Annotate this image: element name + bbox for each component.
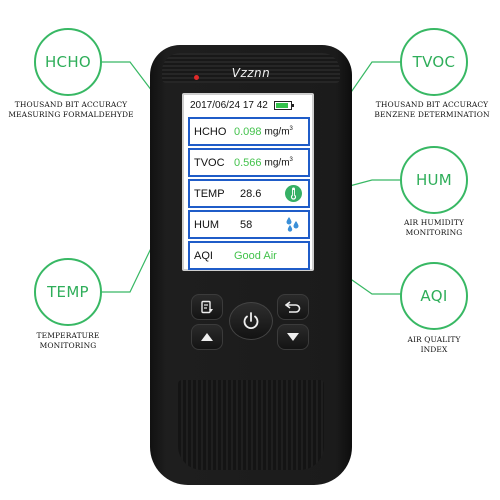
up-button[interactable] bbox=[191, 324, 223, 350]
reading-value-hum: 58 bbox=[240, 218, 253, 231]
reading-unit-tvoc-base: mg/m bbox=[264, 157, 290, 169]
device-top-grip bbox=[162, 53, 340, 83]
callout-aqi-title: AQI bbox=[420, 287, 448, 305]
reading-value-hcho: 0.098 bbox=[234, 125, 262, 138]
water-drops-icon bbox=[286, 217, 299, 232]
power-led-indicator bbox=[194, 75, 199, 80]
reading-label-hcho: HCHO bbox=[194, 125, 227, 138]
caption-hum-line2: MONITORING bbox=[405, 228, 463, 237]
callout-aqi: AQI bbox=[400, 262, 468, 330]
thermometer-icon bbox=[285, 185, 302, 202]
caption-hum: AIR HUMIDITY MONITORING bbox=[384, 218, 484, 238]
caption-aqi-line1: AIR QUALITY bbox=[407, 335, 461, 344]
callout-temp: TEMP bbox=[34, 258, 102, 326]
reading-unit-hcho-sup: 3 bbox=[289, 125, 293, 132]
caption-tvoc: THOUSAND BIT ACCURACY BENZENE DETERMINAT… bbox=[364, 100, 500, 120]
reading-row-aqi: AQI Good Air bbox=[188, 241, 310, 270]
back-button[interactable] bbox=[277, 294, 309, 320]
battery-level-fill bbox=[275, 102, 288, 108]
callout-hum-title: HUM bbox=[415, 171, 453, 189]
callout-hum: HUM bbox=[400, 146, 468, 214]
power-icon bbox=[243, 312, 259, 330]
callout-hcho-title: HCHO bbox=[44, 53, 92, 71]
caption-aqi-line2: INDEX bbox=[420, 345, 448, 354]
reading-value-tvoc: 0.566 bbox=[234, 156, 262, 169]
back-icon bbox=[285, 301, 301, 313]
callout-tvoc: TVOC bbox=[400, 28, 468, 96]
record-button[interactable] bbox=[191, 294, 223, 320]
callout-temp-title: TEMP bbox=[47, 283, 89, 301]
device-screen: 2017/06/24 17 42 HCHO 0.098 mg/m3 TVOC 0… bbox=[182, 93, 314, 271]
reading-value-aqi: Good Air bbox=[234, 249, 277, 262]
callout-tvoc-title: TVOC bbox=[412, 53, 456, 71]
caption-hum-line1: AIR HUMIDITY bbox=[403, 218, 465, 227]
reading-label-tvoc: TVOC bbox=[194, 156, 225, 169]
record-icon bbox=[201, 300, 213, 314]
caption-hcho-line1: THOUSAND BIT ACCURACY bbox=[14, 100, 128, 109]
brand-logo: Vzznn bbox=[231, 66, 271, 80]
caption-temp-line1: TEMPERATURE bbox=[36, 331, 100, 340]
up-arrow-icon bbox=[201, 333, 213, 341]
reading-unit-tvoc-sup: 3 bbox=[289, 156, 293, 163]
down-arrow-icon bbox=[287, 333, 299, 341]
reading-label-temp: TEMP bbox=[194, 187, 225, 200]
reading-row-hum: HUM 58 bbox=[188, 210, 310, 239]
reading-unit-hcho: mg/m3 bbox=[265, 126, 293, 137]
reading-unit-hcho-base: mg/m bbox=[264, 126, 290, 138]
caption-tvoc-line2: BENZENE DETERMINATION bbox=[374, 110, 490, 119]
screen-datetime: 2017/06/24 17 42 bbox=[190, 99, 268, 111]
caption-temp: TEMPERATURE MONITORING bbox=[6, 331, 130, 351]
reading-value-temp: 28.6 bbox=[240, 187, 262, 200]
caption-aqi: AIR QUALITY INDEX bbox=[384, 335, 484, 355]
reading-row-hcho: HCHO 0.098 mg/m3 bbox=[188, 117, 310, 146]
reading-label-hum: HUM bbox=[194, 218, 220, 231]
reading-unit-tvoc: mg/m3 bbox=[265, 157, 293, 168]
caption-tvoc-line1: THOUSAND BIT ACCURACY bbox=[375, 100, 489, 109]
screen-status-bar: 2017/06/24 17 42 bbox=[184, 95, 312, 115]
reading-row-tvoc: TVOC 0.566 mg/m3 bbox=[188, 148, 310, 177]
thermometer-icon-glyph bbox=[290, 187, 297, 200]
caption-temp-line2: MONITORING bbox=[39, 341, 97, 350]
reading-label-aqi: AQI bbox=[194, 249, 213, 262]
reading-row-temp: TEMP 28.6 bbox=[188, 179, 310, 208]
down-button[interactable] bbox=[277, 324, 309, 350]
caption-hcho-line2: MEASURING FORMALDEHYDE bbox=[8, 110, 134, 119]
battery-icon bbox=[273, 100, 294, 110]
caption-hcho: THOUSAND BIT ACCURACY MEASURING FORMALDE… bbox=[6, 100, 136, 120]
power-button[interactable] bbox=[229, 302, 273, 340]
speaker-grille bbox=[178, 380, 324, 470]
callout-hcho: HCHO bbox=[34, 28, 102, 96]
